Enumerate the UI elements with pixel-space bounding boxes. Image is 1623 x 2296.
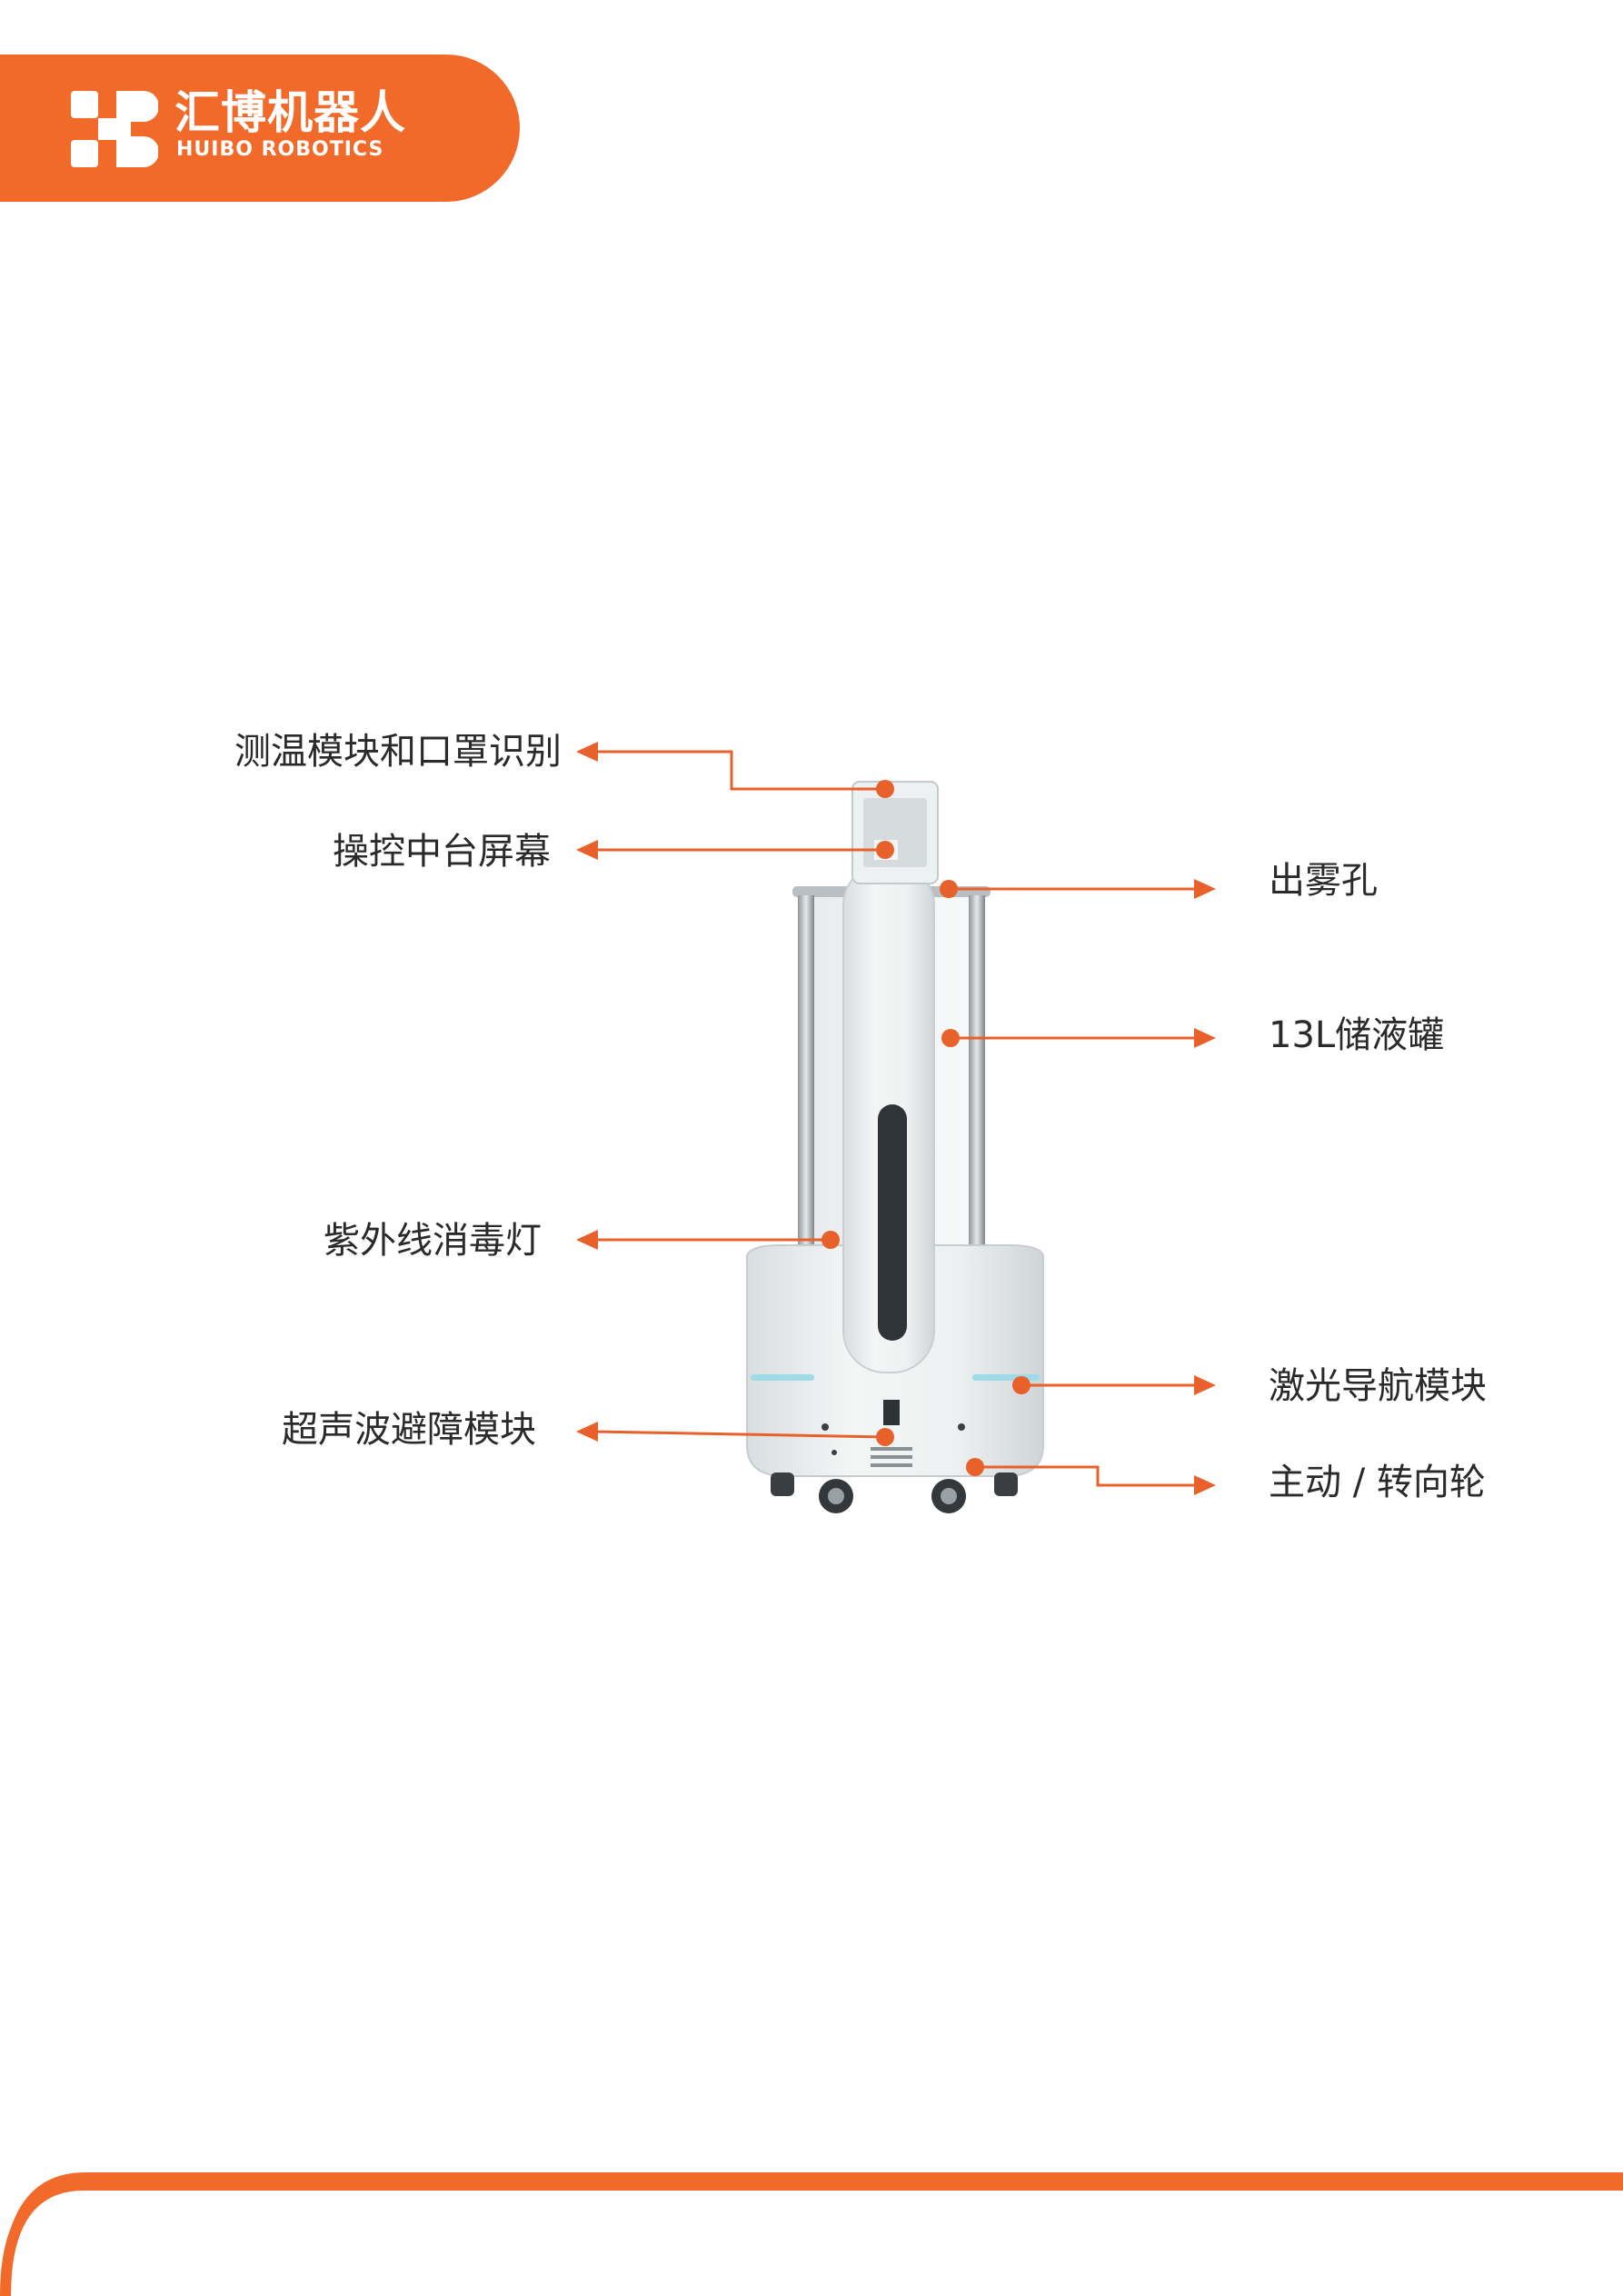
callout-tank: 13L储液罐 [1269,1014,1444,1056]
arrow-right-icon [1194,1375,1216,1395]
leader-wheels [975,1465,1196,1487]
brand-name-cn: 汇博机器人 [174,86,406,139]
arrow-right-icon [1194,1475,1216,1495]
arrow-right-icon [1194,879,1216,899]
huibo-logo-icon [71,91,158,167]
callout-lidar: 激光导航模块 [1269,1365,1487,1407]
arrow-left-icon [576,1422,598,1442]
brand-name-en: HUIBO ROBOTICS [176,138,384,161]
header-brand-badge [0,55,520,202]
callout-temp-mask: 测温模块和口罩识别 [234,731,562,773]
footer-orange-curve [0,2172,1623,2296]
callout-screen: 操控中台屏幕 [333,831,551,873]
callout-uv-lamp: 紫外线消毒灯 [324,1220,542,1262]
disinfection-robot-illustration [745,781,1045,1513]
leader-temp-mask [594,750,885,791]
arrow-right-icon [1194,1028,1216,1048]
arrow-left-icon [576,1230,598,1250]
arrow-left-icon [576,840,598,860]
callout-ultrasonic: 超声波避障模块 [282,1409,536,1451]
callout-wheels: 主动 / 转向轮 [1269,1462,1486,1503]
arrow-left-icon [576,742,598,762]
leader-ultrasonic [593,1430,886,1439]
callout-mist-outlet: 出雾孔 [1269,860,1378,902]
